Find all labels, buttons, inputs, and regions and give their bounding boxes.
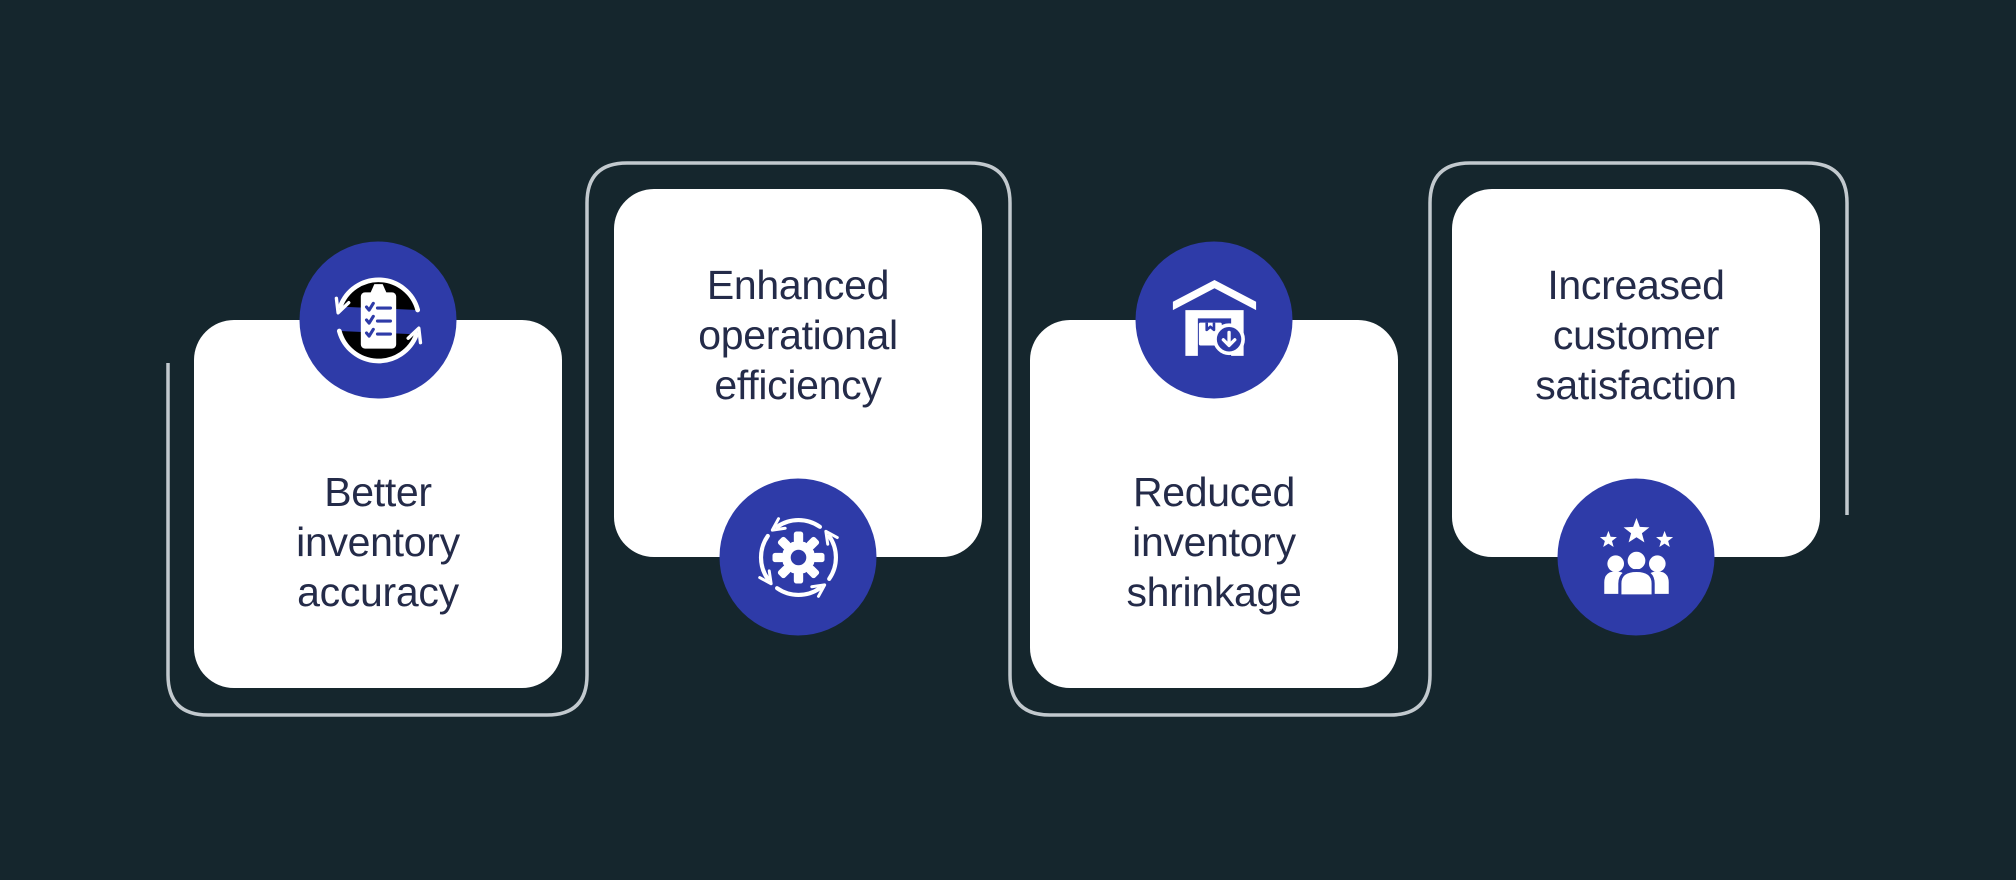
icon-circle-badge	[719, 478, 877, 636]
benefit-2-group: Enhanced operational efficiency	[614, 189, 982, 636]
icon-circle-badge	[1557, 478, 1715, 636]
card-label: Reduced inventory shrinkage	[1126, 469, 1302, 615]
benefit-card-customer-satisfaction: Increased customer satisfaction	[1452, 189, 1820, 557]
icon-circle-badge	[299, 241, 457, 399]
benefit-3-group: Reduced inventory shrinkage	[1030, 241, 1398, 688]
benefit-1-group: Better inventory accuracy	[194, 241, 562, 688]
card-label: Increased customer satisfaction	[1535, 262, 1737, 408]
benefit-4-group: Increased customer satisfaction	[1452, 189, 1820, 636]
card-label: Better inventory accuracy	[296, 469, 460, 615]
icon-circle-badge	[1135, 241, 1293, 399]
connector-path	[166, 161, 1849, 717]
clipboard-sync-icon	[334, 277, 422, 363]
warehouse-receiving-icon	[1172, 279, 1256, 356]
customers-stars-icon	[1599, 517, 1673, 598]
gear-cycle-icon	[757, 516, 839, 598]
card-label: Enhanced operational efficiency	[698, 262, 898, 408]
